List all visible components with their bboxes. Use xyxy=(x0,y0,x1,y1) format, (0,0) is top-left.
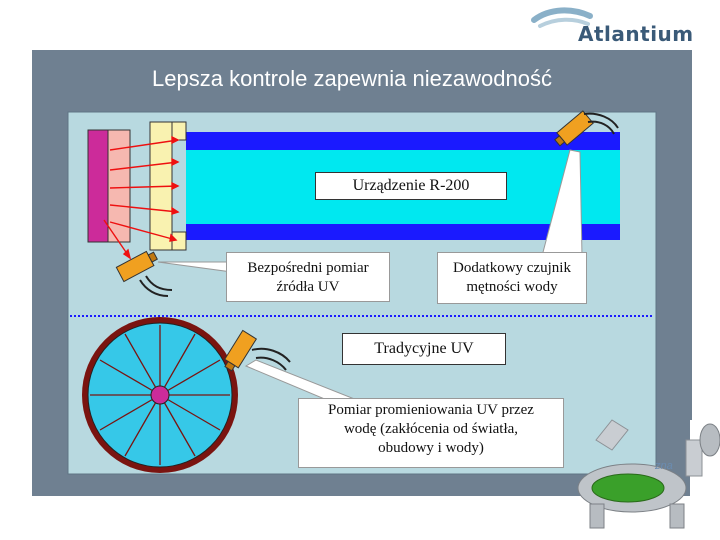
direct-label-line1: Bezpośredni pomiar xyxy=(247,260,369,276)
direct-measurement-label: Bezpośredni pomiar źródła UV xyxy=(226,252,390,302)
wave-swoosh-icon xyxy=(531,7,593,28)
measurement-label-line1: Pomiar promieniowania UV przez xyxy=(328,402,534,418)
direct-sensor-cable xyxy=(139,275,173,297)
turbidity-sensor-cable xyxy=(583,112,619,135)
measurement-label-line2: wodę (zakłócenia od światła, xyxy=(343,421,519,437)
r200-label: Urządzenie R-200 xyxy=(315,172,507,200)
lamp-magenta-bar xyxy=(87,129,109,243)
turbidity-sensor xyxy=(554,110,594,147)
lamp-pink-bar xyxy=(107,129,131,243)
turbidity-label-line2: mętności wody xyxy=(466,279,558,295)
direct-uv-sensor xyxy=(115,250,158,283)
turbidity-label-line1: Dodatkowy czujnik xyxy=(453,260,571,276)
traditional-uv-label: Tradycyjne UV xyxy=(342,333,506,365)
measurement-label-line3: obudowy i wody) xyxy=(378,440,484,456)
atlantium-logo xyxy=(528,6,696,48)
traditional-sensor-cable xyxy=(251,347,291,371)
wheel-lamp-core xyxy=(150,385,170,405)
reactor-product-image xyxy=(577,419,720,529)
wheel-spokes xyxy=(90,325,230,465)
lamp-uv-rays xyxy=(103,135,180,260)
traditional-uv-sensor xyxy=(224,329,258,372)
slide-title: Lepsza kontrole zapewnia niezawodność xyxy=(152,66,552,91)
turbidity-sensor-label: Dodatkowy czujnik mętności wody xyxy=(437,252,587,304)
direct-label-line2: źródła UV xyxy=(276,279,340,295)
logo-text: Atlantium xyxy=(578,22,694,46)
faded-background-text: zna xyxy=(655,460,673,472)
uv-measurement-label: Pomiar promieniowania UV przez wodę (zak… xyxy=(298,398,564,468)
